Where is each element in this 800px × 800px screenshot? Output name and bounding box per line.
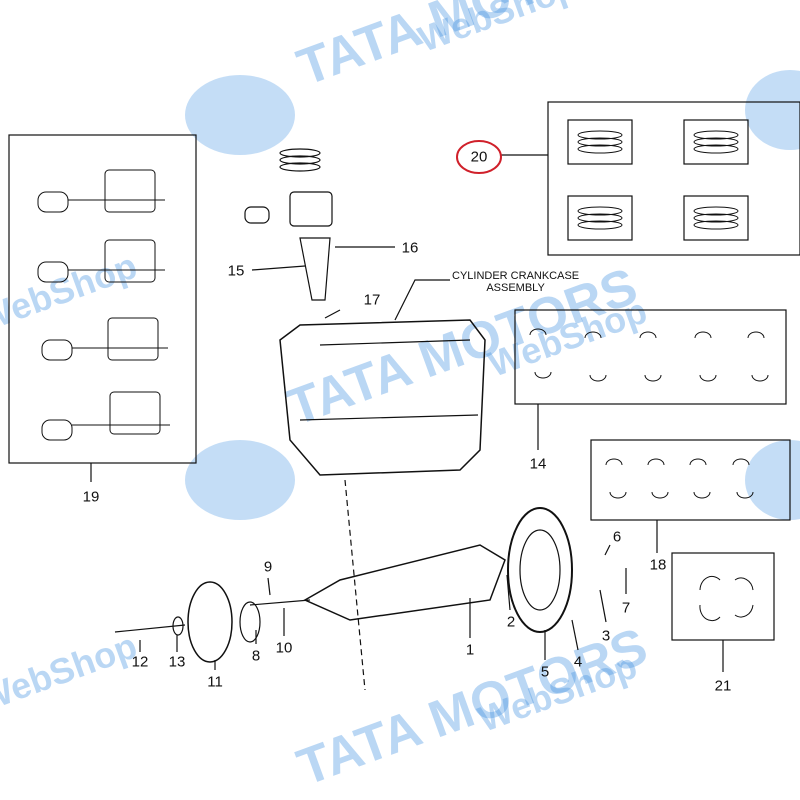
box-rings-20 bbox=[547, 101, 800, 256]
watermark-logo-icon bbox=[185, 70, 800, 520]
callout-14[interactable]: 14 bbox=[529, 455, 547, 473]
callout-7[interactable]: 7 bbox=[621, 599, 631, 617]
box-thrust-21 bbox=[671, 552, 775, 641]
callout-3[interactable]: 3 bbox=[601, 627, 611, 645]
callout-9[interactable]: 9 bbox=[263, 558, 273, 576]
callout-20[interactable]: 20 bbox=[470, 148, 488, 166]
box-bearings-18 bbox=[590, 439, 791, 521]
pulley-icon bbox=[187, 581, 233, 663]
callout-1[interactable]: 1 bbox=[465, 641, 475, 659]
highlight-ring-20 bbox=[456, 140, 502, 174]
cylinder-block-icon bbox=[279, 319, 486, 476]
callout-8[interactable]: 8 bbox=[251, 647, 261, 665]
callout-18[interactable]: 18 bbox=[649, 556, 667, 574]
callout-15[interactable]: 15 bbox=[227, 262, 245, 280]
flywheel-icon bbox=[507, 507, 573, 633]
callout-10[interactable]: 10 bbox=[275, 639, 293, 657]
callout-6[interactable]: 6 bbox=[612, 528, 622, 546]
callout-12[interactable]: 12 bbox=[131, 653, 149, 671]
pistons-icon bbox=[37, 169, 170, 441]
callout-4[interactable]: 4 bbox=[573, 653, 583, 671]
callout-13[interactable]: 13 bbox=[168, 653, 186, 671]
box-pistons-19 bbox=[8, 134, 197, 464]
callout-11[interactable]: 11 bbox=[207, 673, 223, 691]
crankshaft-icon bbox=[303, 544, 506, 621]
crankcase-caption: CYLINDER CRANKCASE ASSEMBLY bbox=[452, 270, 579, 294]
callout-16[interactable]: 16 bbox=[401, 239, 419, 257]
caption-line2: ASSEMBLY bbox=[486, 282, 545, 294]
callout-2[interactable]: 2 bbox=[506, 613, 516, 631]
box-bearings-14 bbox=[514, 309, 787, 405]
caption-line1: CYLINDER CRANKCASE bbox=[452, 270, 580, 282]
callout-19[interactable]: 19 bbox=[82, 488, 100, 506]
callout-21[interactable]: 21 bbox=[714, 677, 732, 695]
callout-5[interactable]: 5 bbox=[540, 663, 550, 681]
callout-17[interactable]: 17 bbox=[363, 291, 381, 309]
